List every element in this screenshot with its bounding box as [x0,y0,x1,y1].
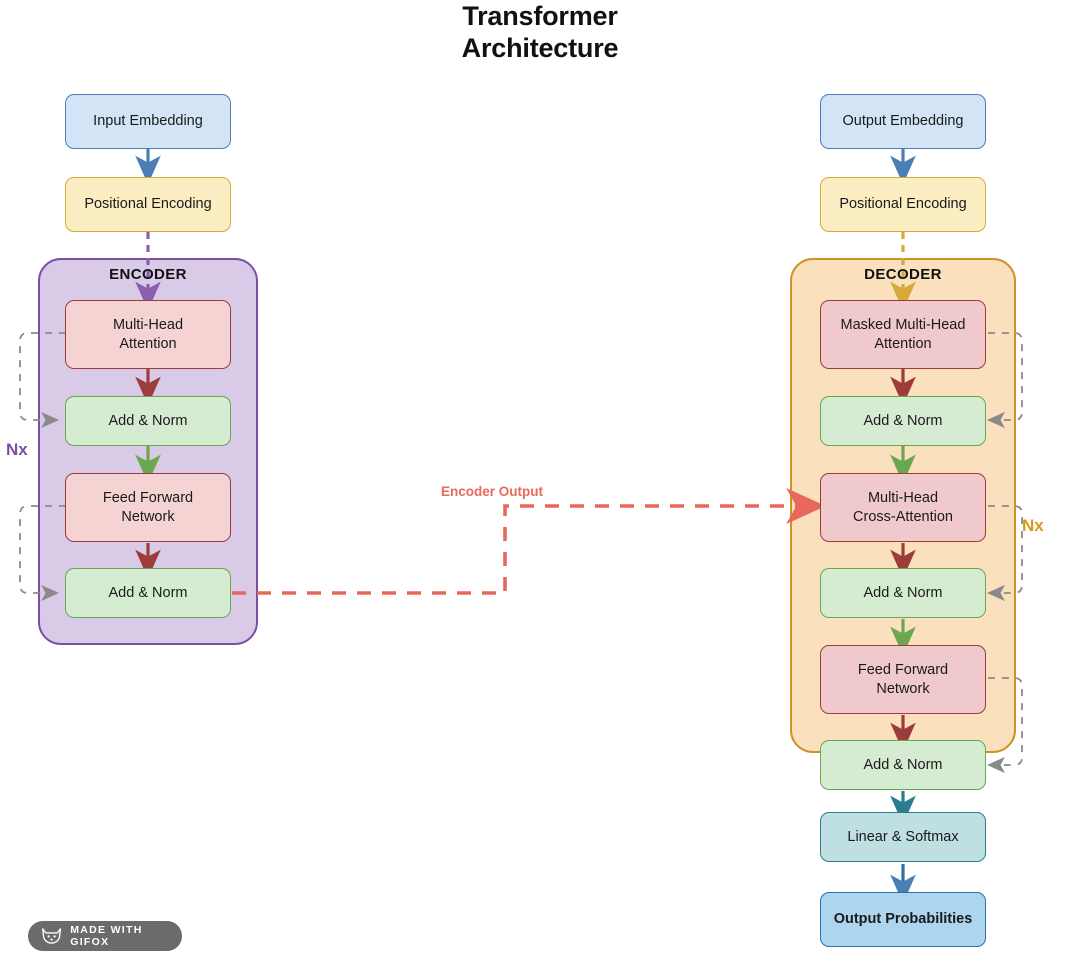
node-label: Add & Norm [863,756,943,773]
node-label: Add & Norm [863,584,943,601]
node-label: Multi-Head Cross-Attention [853,489,953,525]
encoder-output-label: Encoder Output [441,484,543,499]
title-line-2: Architecture [461,33,619,63]
node-label: Output Probabilities [833,911,973,927]
node-add-norm-1[interactable]: Add & Norm [65,396,231,446]
node-label: Add & Norm [108,412,188,429]
node-linear-softmax[interactable]: Linear & Softmax [820,812,986,862]
node-positional-encoding-dec[interactable]: Positional Encoding [820,177,986,232]
node-output-probabilities[interactable]: Output Probabilities [820,892,986,947]
fox-head-icon [42,928,62,944]
node-label: Multi-Head Attention [112,316,184,352]
residual-decoder-2 [987,505,1023,602]
node-add-norm-5[interactable]: Add & Norm [820,740,986,790]
encoder-container-label: ENCODER [109,266,187,283]
node-add-norm-2[interactable]: Add & Norm [65,568,231,618]
node-label: Output Embedding [842,113,964,129]
node-label: Positional Encoding [839,196,967,212]
node-input-embedding[interactable]: Input Embedding [65,94,231,149]
node-masked-multi-head-attention[interactable]: Masked Multi-Head Attention [820,300,986,369]
node-label: Add & Norm [108,584,188,601]
encoder-nx-label: Nx [6,440,28,459]
node-feed-forward-network[interactable]: Feed Forward Network [65,473,231,542]
page-title: Transformer Architecture [340,0,740,64]
title-line-1: Transformer [462,1,618,31]
residual-decoder-3 [987,677,1023,774]
node-add-norm-4[interactable]: Add & Norm [820,568,986,618]
node-multi-head-cross-attention[interactable]: Multi-Head Cross-Attention [820,473,986,542]
node-feed-forward-network-dec[interactable]: Feed Forward Network [820,645,986,714]
node-label: Positional Encoding [84,196,212,212]
node-label: Masked Multi-Head Attention [840,316,966,352]
node-positional-encoding[interactable]: Positional Encoding [65,177,231,232]
node-label: Add & Norm [863,412,943,429]
node-output-embedding[interactable]: Output Embedding [820,94,986,149]
node-add-norm-3[interactable]: Add & Norm [820,396,986,446]
node-label: Input Embedding [93,113,203,129]
gifox-watermark: MADE WITH GIFOX [28,921,182,951]
residual-encoder-2 [19,505,66,602]
decoder-container-label: DECODER [864,266,942,283]
node-label: Feed Forward Network [102,489,194,525]
encoder-output-path [232,488,826,595]
residual-decoder-1 [987,332,1023,429]
node-label: Feed Forward Network [857,661,949,697]
node-multi-head-attention[interactable]: Multi-Head Attention [65,300,231,369]
residual-encoder-1 [19,332,66,429]
gifox-text: MADE WITH GIFOX [70,924,143,948]
decoder-nx-label: Nx [1022,516,1044,535]
node-label: Linear & Softmax [847,828,959,845]
